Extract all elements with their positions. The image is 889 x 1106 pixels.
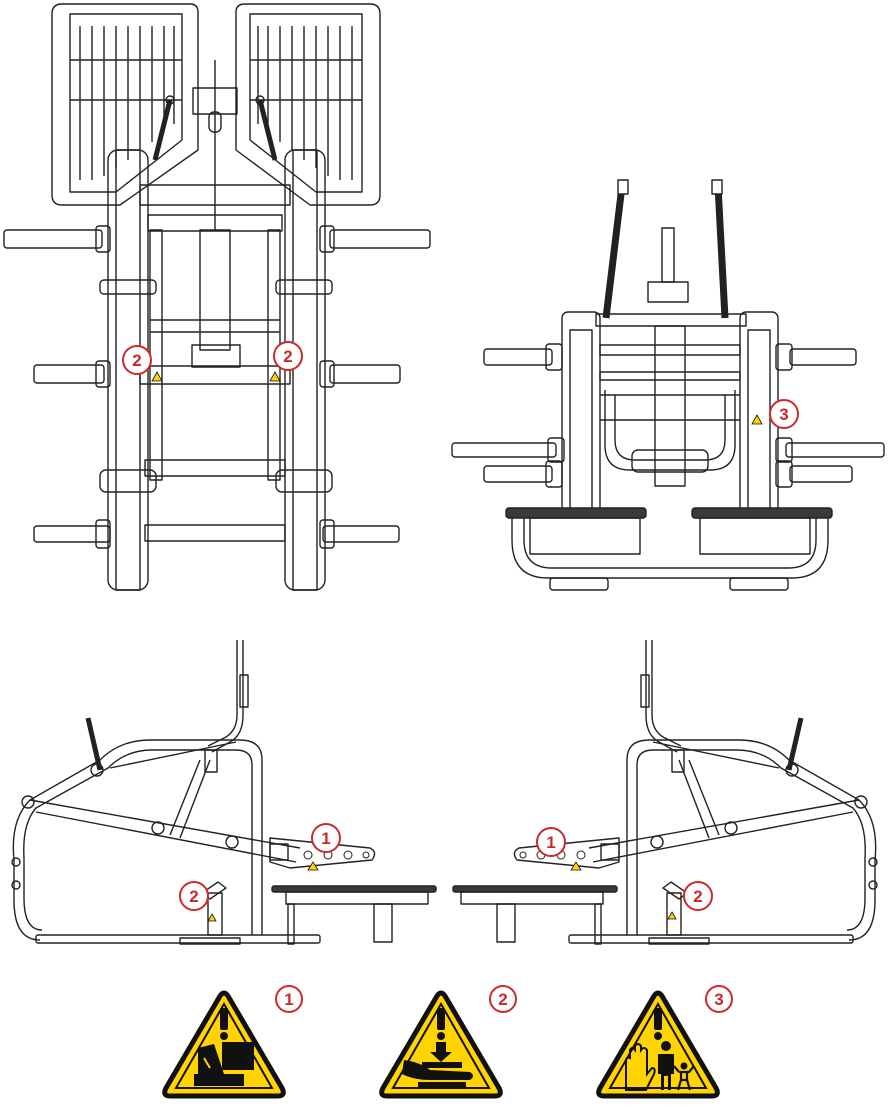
front-view [4, 4, 430, 590]
legend-item-1: 1 [165, 986, 302, 1096]
callout-rear-right: 3 [770, 400, 798, 428]
svg-text:2: 2 [498, 990, 507, 1009]
callout-side-left-base: 2 [180, 882, 208, 910]
side-view-right [453, 640, 877, 944]
rear-warning-decal [752, 415, 762, 424]
svg-text:3: 3 [779, 405, 788, 424]
callout-side-right-base: 2 [684, 882, 712, 910]
side-view-left [12, 640, 436, 944]
svg-text:1: 1 [321, 829, 330, 848]
callout-side-left-footplate: 1 [312, 824, 340, 852]
left-foot-plate [52, 4, 198, 205]
callout-side-right-footplate: 1 [537, 828, 565, 856]
keep-children-away-warning-icon [599, 993, 718, 1096]
svg-text:2: 2 [189, 887, 198, 906]
svg-text:2: 2 [283, 347, 292, 366]
foot-crush-warning-icon [165, 993, 284, 1096]
svg-text:2: 2 [693, 887, 702, 906]
rear-view [452, 180, 884, 590]
legend-item-2: 2 [382, 986, 516, 1096]
svg-text:2: 2 [132, 351, 141, 370]
svg-text:1: 1 [284, 990, 293, 1009]
hand-crush-warning-icon [382, 993, 501, 1096]
svg-text:3: 3 [714, 990, 723, 1009]
front-warning-decal-right [270, 372, 280, 381]
callout-front-right: 2 [274, 342, 302, 370]
front-warning-decal-left [152, 372, 162, 381]
right-foot-plate [236, 4, 380, 205]
svg-text:1: 1 [546, 833, 555, 852]
callout-front-left: 2 [123, 346, 151, 374]
side-left-footplate-holes [304, 851, 369, 859]
legend-item-3: 3 [599, 986, 732, 1096]
